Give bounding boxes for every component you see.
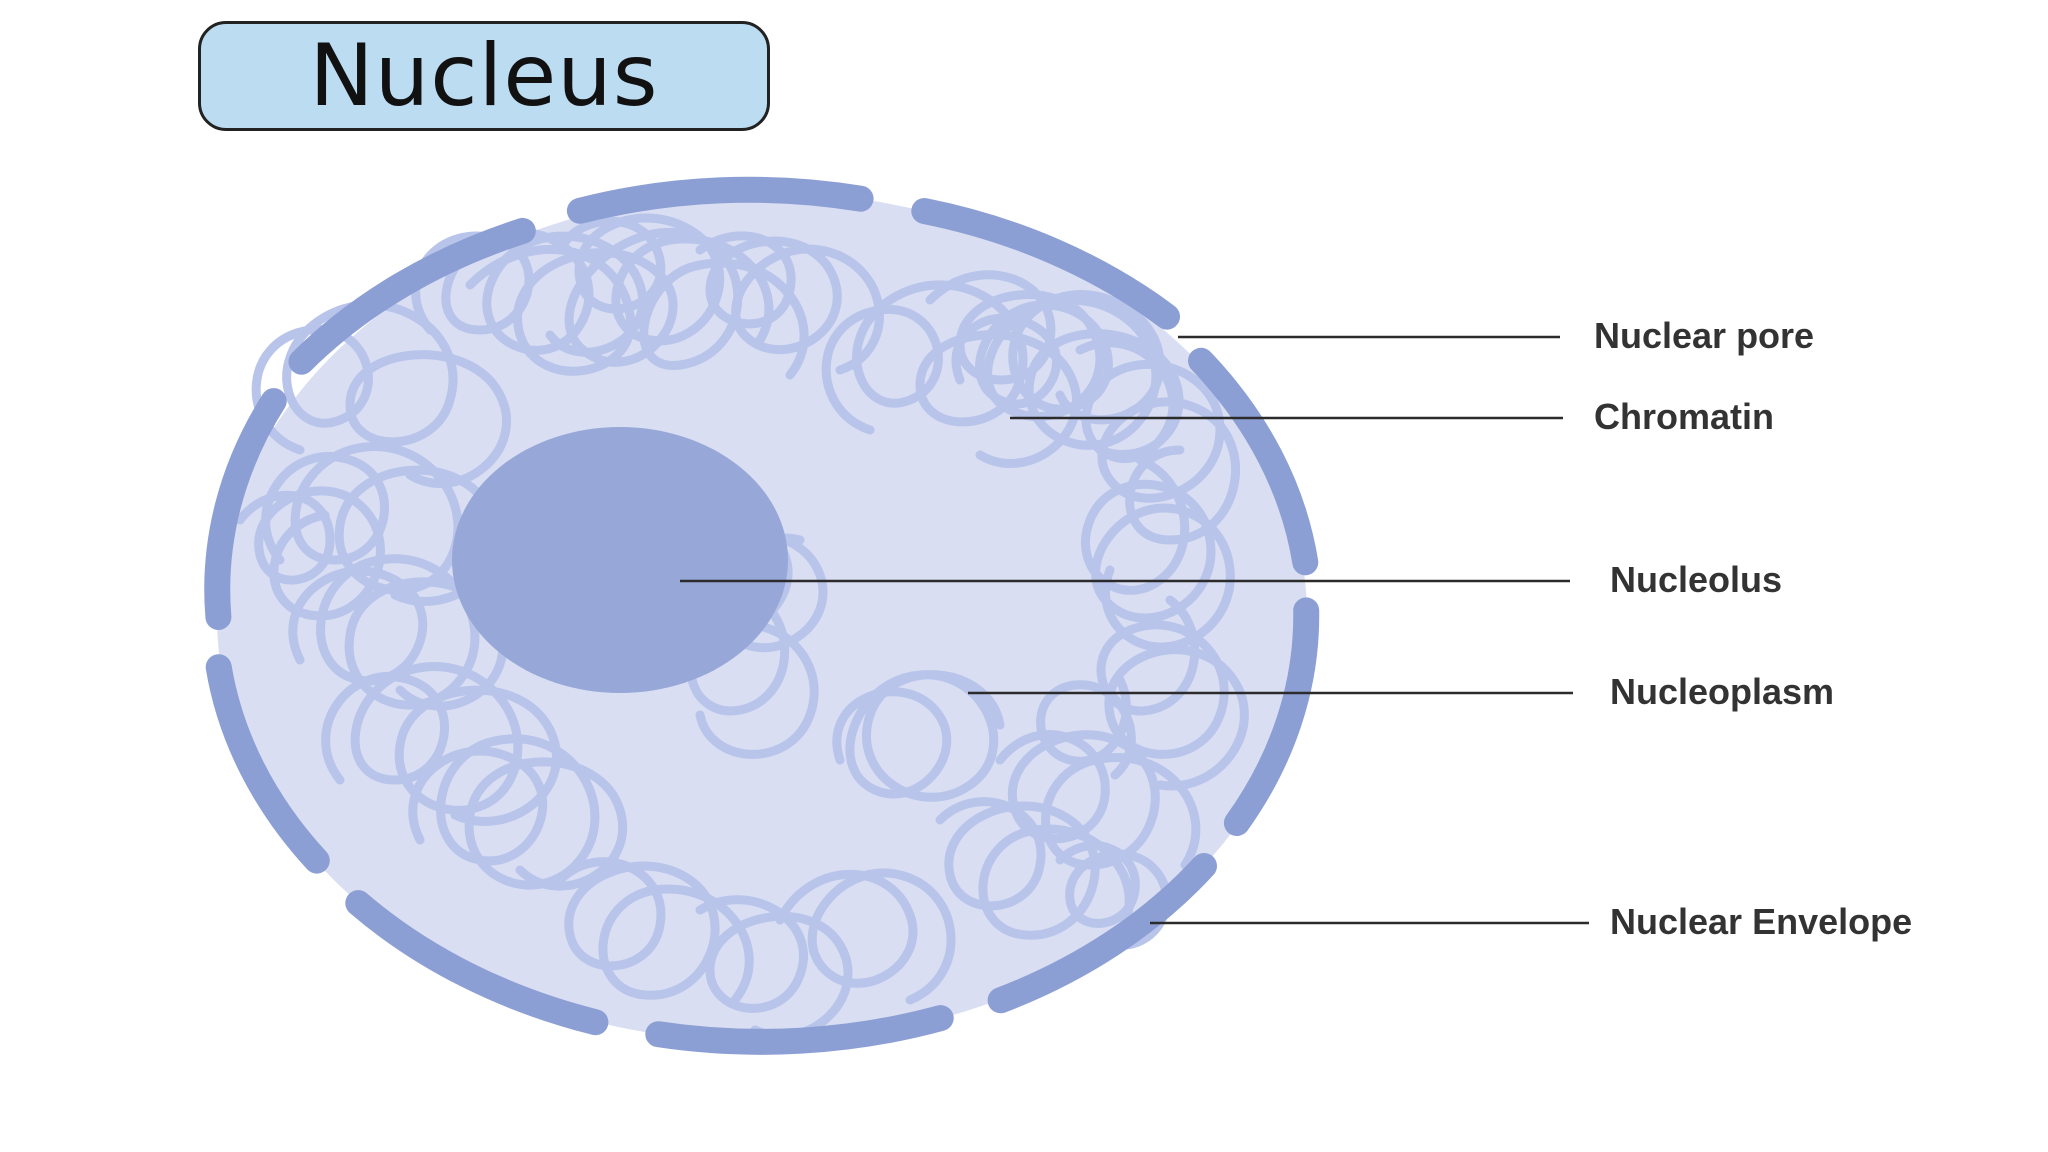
envelope-segment xyxy=(345,890,609,1036)
label-nucleoplasm: Nucleoplasm xyxy=(1610,671,1834,712)
chromatin-strands xyxy=(235,213,1249,1041)
envelope-segment xyxy=(911,198,1180,330)
label-chromatin: Chromatin xyxy=(1594,396,1774,437)
label-nucleolus: Nucleolus xyxy=(1610,559,1782,600)
envelope-segment xyxy=(288,217,536,375)
envelope-segment xyxy=(205,654,330,874)
envelope-segment xyxy=(566,176,874,224)
label-nuclear-envelope: Nuclear Envelope xyxy=(1610,901,1912,942)
title-box: Nucleus xyxy=(198,21,770,131)
nuclear-envelope xyxy=(204,176,1320,1055)
diagram-title: Nucleus xyxy=(309,26,659,126)
label-nuclear-pore: Nuclear pore xyxy=(1594,315,1814,356)
envelope-segment xyxy=(987,853,1217,1014)
envelope-segment xyxy=(1188,347,1319,576)
envelope-segment xyxy=(645,1005,954,1055)
envelope-segment xyxy=(1223,597,1320,836)
nucleolus xyxy=(452,427,788,693)
envelope-segment xyxy=(204,388,287,630)
